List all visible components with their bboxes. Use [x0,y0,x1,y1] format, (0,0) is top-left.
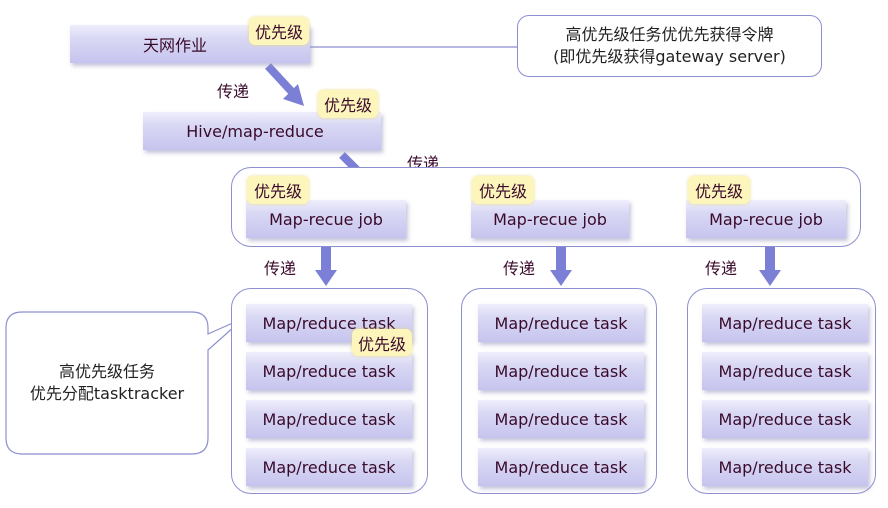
down-arrow-3 [759,242,781,286]
node-mr-job-3: Map-recue job [686,200,846,238]
priority-tag-job-2: 优先级 [472,176,534,204]
callout-left-line2: 优先分配tasktracker [29,384,185,403]
node-mr-job-2: Map-recue job [471,200,629,238]
task-2-4: Map/reduce task [478,448,644,486]
down-arrow-2 [550,242,572,286]
node-sky-job-label: 天网作业 [142,36,207,55]
priority-tag-hive: 优先级 [318,90,378,118]
task-label: Map/reduce task [494,409,628,429]
task-label: Map/reduce task [262,409,396,429]
task-1-3: Map/reduce task [246,400,412,438]
transfer-label-5: 传递 [705,259,738,278]
down-arrow-1 [315,242,337,286]
priority-tag-job-1: 优先级 [247,176,309,204]
node-hive: Hive/map-reduce [143,112,381,150]
transfer-label-3: 传递 [264,259,297,278]
task-1-2: Map/reduce task [246,352,412,390]
priority-tag-sky-job: 优先级 [249,17,309,45]
task-3-1: Map/reduce task [702,304,868,342]
node-mr-job-3-label: Map-recue job [709,209,823,229]
transfer-label-1: 传递 [217,82,250,101]
task-3-2: Map/reduce task [702,352,868,390]
task-label: Map/reduce task [718,361,852,381]
task-label: Map/reduce task [494,313,628,333]
task-label: Map/reduce task [718,313,852,333]
task-2-1: Map/reduce task [478,304,644,342]
node-hive-label: Hive/map-reduce [186,121,324,141]
task-label: Map/reduce task [718,457,852,477]
node-mr-job-1-label: Map-recue job [269,209,383,229]
task-label: Map/reduce task [494,457,628,477]
task-2-3: Map/reduce task [478,400,644,438]
callout-top: 高优先级任务优优先获得令牌 (即优先级获得gateway server) [517,15,822,77]
task-label: Map/reduce task [718,409,852,429]
task-label: Map/reduce task [262,457,396,477]
callout-left-line1: 高优先级任务 [58,362,155,381]
task-2-2: Map/reduce task [478,352,644,390]
task-label: Map/reduce task [262,361,396,381]
task-1-4: Map/reduce task [246,448,412,486]
transfer-label-4: 传递 [503,259,536,278]
task-label: Map/reduce task [494,361,628,381]
priority-tag-task: 优先级 [352,329,412,356]
callout-top-line2: (即优先级获得gateway server) [553,47,786,66]
node-mr-job-2-label: Map-recue job [493,209,607,229]
arrow-sky-to-hive [265,63,304,106]
task-3-3: Map/reduce task [702,400,868,438]
task-3-4: Map/reduce task [702,448,868,486]
priority-tag-job-3: 优先级 [688,176,750,204]
node-mr-job-1: Map-recue job [246,200,406,238]
task-label: Map/reduce task [262,313,396,333]
callout-top-line1: 高优先级任务优优先获得令牌 [565,25,774,44]
